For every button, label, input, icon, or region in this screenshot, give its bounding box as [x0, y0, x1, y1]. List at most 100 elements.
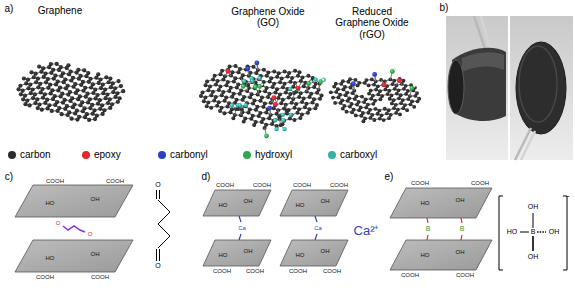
carbon-atom: [35, 97, 39, 101]
carbon-atom: [388, 97, 392, 101]
crosslinks: [63, 190, 567, 270]
go-sheet: [203, 190, 271, 216]
functional-group-label: HO: [296, 252, 305, 259]
carbon-atom: [354, 78, 358, 82]
carbonyl-atom: [372, 72, 377, 77]
functional-group-label: OH: [321, 198, 330, 205]
carbon-atom: [102, 108, 106, 112]
carbon-atom: [222, 111, 226, 115]
panel-letter: d): [202, 171, 211, 183]
epoxy-atom: [397, 78, 402, 83]
carbon-atom: [23, 102, 27, 106]
atom-symbol: B: [426, 225, 431, 233]
carbon-atom: [205, 80, 209, 84]
carbon-atom: [62, 80, 66, 84]
borate-bond: [520, 232, 529, 233]
functional-group: [267, 106, 272, 115]
carbon-atom: [203, 96, 207, 100]
carbon-atom: [218, 109, 222, 113]
atom-symbol: OH: [528, 253, 539, 261]
film-disc: [516, 42, 566, 134]
carbon-atom: [21, 97, 25, 101]
carbon-atom: [329, 90, 333, 94]
carbon-atom: [29, 91, 33, 95]
functional-group-label: COOH: [106, 178, 124, 185]
carbon-atom: [23, 94, 27, 98]
functional-group-label: COOH: [213, 268, 231, 275]
carboxyl-atom: [282, 127, 286, 131]
hydrogen-atom: [394, 68, 397, 71]
carboxyl-carbon: [240, 107, 244, 111]
carbon-atom: [73, 111, 77, 115]
double-bond: [156, 249, 157, 261]
molecule-chain: [158, 200, 170, 248]
carbon-atom: [254, 108, 258, 112]
carbon-atom: [379, 97, 383, 101]
carbon-atom: [261, 105, 265, 109]
carbon-atom: [283, 82, 287, 86]
carbon-atom: [353, 97, 357, 101]
carbon-atom: [21, 89, 25, 93]
legend-swatch: [158, 151, 166, 159]
carbon-atom: [362, 119, 366, 123]
carbon-atom: [279, 101, 283, 105]
carbon-atom: [66, 93, 70, 97]
double-bond: [159, 190, 160, 199]
carbon-atom: [200, 90, 204, 94]
carbon-atom: [56, 88, 60, 92]
carboxyl-carbon: [246, 83, 250, 87]
carbon-atom: [98, 107, 102, 111]
carbon-atom: [300, 100, 304, 104]
functional-group: [381, 80, 387, 87]
carbon-atom: [94, 96, 98, 100]
legend-item: epoxy: [82, 149, 121, 161]
atom-symbol: O: [155, 181, 160, 189]
carboxyl-atom: [281, 113, 285, 117]
go-sheet: [15, 240, 133, 272]
functional-group-label: HO: [421, 252, 430, 259]
carbon-atom: [268, 79, 272, 83]
carbon-atom: [389, 94, 393, 98]
carbon-atom: [292, 118, 296, 122]
double-bond: [156, 190, 157, 199]
carbon-atom: [99, 86, 103, 90]
functional-group-label: COOH: [456, 272, 474, 279]
functional-groups: [351, 68, 416, 96]
carbon-atom: [46, 86, 50, 90]
carbon-atom: [36, 85, 40, 89]
atom-symbol: Ca: [314, 225, 322, 232]
carbon-atom: [384, 87, 388, 91]
carbon-atom: [376, 112, 380, 116]
panel-letter: e): [385, 171, 394, 183]
carboxyl-carbon: [279, 123, 283, 127]
atom-symbol: O: [155, 262, 160, 270]
functional-group-label: COOH: [401, 272, 419, 279]
carbon-atom: [258, 99, 262, 103]
carbon-atom: [267, 116, 271, 120]
carbon-atom: [357, 108, 361, 112]
legend-item: hydroxyl: [243, 149, 292, 161]
carbon-atom: [367, 92, 371, 96]
carbon-atom: [277, 71, 281, 75]
carbon-atom: [391, 82, 395, 86]
carbon-atom: [234, 64, 238, 68]
carbon-atom: [31, 96, 35, 100]
carbon-atom: [105, 92, 109, 96]
carbon-atom: [96, 102, 100, 106]
carbon-atom: [214, 95, 218, 99]
carbon-atom: [63, 107, 67, 111]
carbon-atom: [61, 100, 65, 104]
carbon-atom: [296, 74, 300, 78]
carbon-atom: [77, 77, 81, 81]
functional-group-label: COOH: [216, 182, 234, 189]
legend-text: epoxy: [94, 149, 121, 161]
carbon-atom: [228, 110, 232, 114]
carbon-atom: [205, 104, 209, 108]
carbon-atom: [221, 90, 225, 94]
carbon-atom: [392, 106, 396, 110]
carbon-atom: [54, 82, 58, 86]
carbon-atom: [104, 96, 108, 100]
carbon-atom: [29, 70, 33, 74]
hydrogen-atom: [245, 87, 248, 90]
borate-bond: [461, 218, 462, 223]
